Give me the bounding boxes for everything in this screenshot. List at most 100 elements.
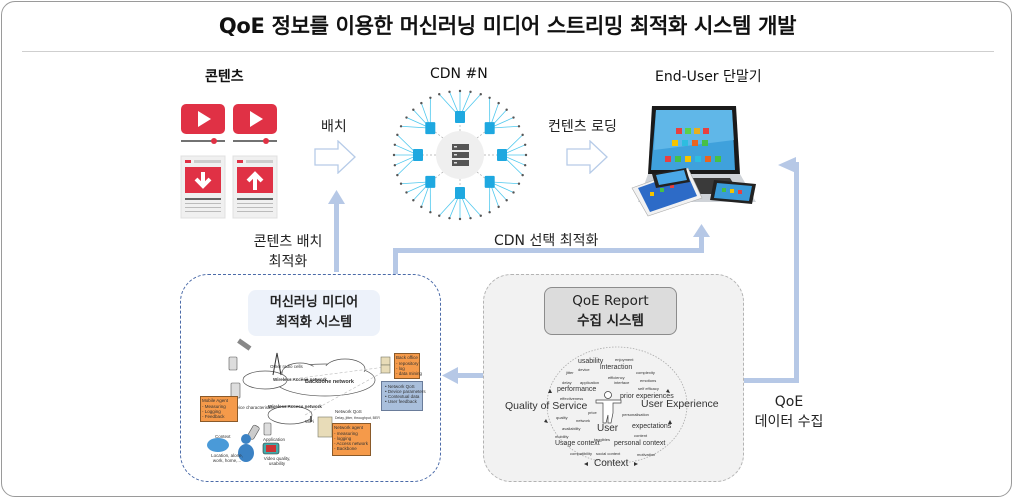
mobile-device-icon <box>263 422 272 436</box>
qoe-word: content <box>634 433 648 438</box>
cdn-client-node <box>497 205 500 209</box>
cdn-client-node <box>505 108 508 111</box>
cdn-client-node <box>517 125 521 128</box>
up-arrowhead-icon <box>693 224 710 237</box>
mobile-agent-line: - Logging <box>202 409 221 414</box>
server-rack-icon <box>452 144 469 166</box>
cdn-client-node <box>405 116 408 119</box>
arrowhead-icon <box>666 389 670 393</box>
cdn-client-node <box>392 153 396 157</box>
wifi-antenna-icon <box>310 416 312 422</box>
left-arrowhead-icon <box>442 367 458 384</box>
qoe-word: compatibility <box>570 451 593 456</box>
cdn-client-node <box>523 143 527 147</box>
enduser-label: End-User 단말기 <box>655 69 762 85</box>
content-opt-label-line1: 콘텐츠 배치 <box>253 234 323 250</box>
edge-server-icon <box>425 122 436 135</box>
qoe-system-title: QoE Report 수집 시스템 <box>544 287 677 335</box>
user-figure-icon <box>595 391 622 424</box>
context-cloud-icon <box>207 438 229 452</box>
cdn-client-node <box>521 173 524 177</box>
cdn-client-node <box>469 216 472 220</box>
network-architecture-diagram <box>207 338 391 462</box>
cdn-client-node <box>469 90 472 94</box>
data-list-item: • Network QoS <box>385 384 415 389</box>
mobile-agent-line: Mobile Agent <box>202 398 229 403</box>
qoe-to-ml-arrow-line <box>452 373 484 378</box>
cdn-select-line-horizontal <box>393 248 704 253</box>
satellite-icon <box>237 338 252 351</box>
qoe-word: price <box>588 410 597 415</box>
smartphone-icon <box>710 180 756 204</box>
network-agent-line: - measuring <box>334 431 358 436</box>
cdn-client-node <box>488 210 491 214</box>
device-characteristics-label: Device characteristics <box>231 405 275 410</box>
upload-doc-icon <box>232 155 278 219</box>
cdn-client-node <box>396 173 399 177</box>
qoe-word: application <box>580 380 600 385</box>
cdn-client-node <box>512 191 515 194</box>
network-agent-line: - Access network <box>334 441 369 446</box>
data-list-item: • Device parameters <box>385 389 426 394</box>
ml-system-title: 머신러닝 미디어 최적화 시스템 <box>248 290 380 336</box>
edge-server-icon <box>455 187 465 199</box>
loading-label: 컨텐츠 로딩 <box>548 119 617 135</box>
mobile-agent-line: - Feedback <box>202 414 225 419</box>
qoe-word: interaction <box>600 364 633 371</box>
download-doc-icon <box>180 155 226 219</box>
qoe-collect-label: QoE 데이터 수집 <box>748 392 830 432</box>
network-qos-sub-label: Delay, jitter, throughput, BER <box>335 416 380 420</box>
tower-note-label: Other radio cells <box>270 364 303 369</box>
cdn-client-node <box>523 163 527 167</box>
cdn-select-label: CDN 선택 최적화 <box>494 233 599 249</box>
edge-server-icon <box>484 175 495 188</box>
loading-arrow-icon <box>566 140 608 174</box>
network-qos-label: Network QoS <box>335 409 362 414</box>
backbone-network-label: Backbone network <box>305 379 354 385</box>
cdn-client-node <box>399 125 403 128</box>
title-divider <box>22 51 994 52</box>
back-office-line: - data mining <box>396 371 423 376</box>
mobile-device-icon <box>228 356 238 371</box>
up-arrowhead-icon <box>328 190 345 204</box>
wireless-network-top-label: Wireless Access network <box>273 377 327 382</box>
diagram-title: QoE 정보를 이용한 머신러닝 미디어 스트리밍 최적화 시스템 개발 <box>218 14 797 38</box>
qoe-collect-label-line1: QoE <box>774 394 804 410</box>
cdn-client-node <box>393 143 397 147</box>
arrowhead-icon <box>668 420 672 424</box>
cdn-client-node <box>393 163 397 167</box>
qoe-collect-line-horizontal <box>744 378 799 383</box>
mobile-agent-line: - Measuring <box>202 404 226 409</box>
wireless-cloud-icon <box>267 405 313 425</box>
cdn-client-node <box>438 93 441 96</box>
network-agent-line: - logging <box>334 436 352 441</box>
qoe-word: prior experiences <box>620 393 674 400</box>
data-list-item: • Contextual data <box>385 394 420 399</box>
video-play-icon <box>181 104 225 144</box>
cdn-client-node <box>396 133 399 137</box>
cdn-client-node <box>412 199 415 202</box>
back-office-box: Back office - repository - log - data mi… <box>394 353 423 379</box>
qoe-word: device <box>578 367 590 372</box>
qoe-word: Usage context <box>555 440 600 447</box>
video-play-icon <box>233 104 277 144</box>
cdn-network-graphic <box>392 89 528 221</box>
qoe-concept-diagram <box>544 346 688 466</box>
qoe-word: delay <box>562 380 572 385</box>
network-agent-line: - Backbone <box>334 446 357 451</box>
content-opt-arrow-line <box>334 200 339 272</box>
qoe-word: emotions <box>640 378 657 383</box>
qoe-word: mobility <box>555 434 569 439</box>
content-opt-label-line2: 최적화 <box>268 254 308 270</box>
edge-server-icon <box>484 122 495 135</box>
arrowhead-icon <box>584 462 588 466</box>
cdn-client-node <box>521 133 524 137</box>
cdn-client-node <box>399 182 403 185</box>
cdn-client-node <box>420 205 423 209</box>
cdn-select-line-vertical <box>393 248 398 274</box>
cdn-client-node <box>412 108 415 111</box>
qoe-word: personal context <box>614 440 666 447</box>
cdn-client-node <box>524 153 528 157</box>
arrowhead-icon <box>544 419 548 423</box>
